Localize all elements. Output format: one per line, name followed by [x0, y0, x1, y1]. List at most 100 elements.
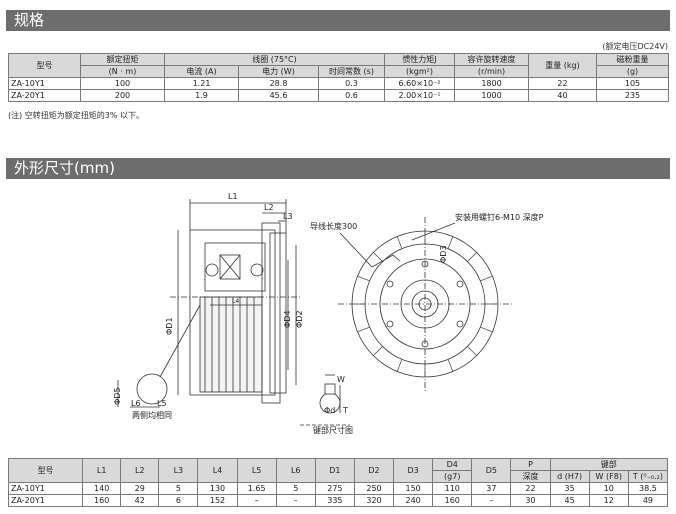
- dims-cell-model: ZA-20Y1: [7, 494, 84, 507]
- dims-cell-key-w: 12: [588, 494, 629, 507]
- dims-cell-d3: 150: [393, 482, 434, 495]
- dims-cell-key-t: 38.5: [627, 482, 669, 495]
- housing-outline: [189, 229, 276, 396]
- spec-header-torque-unit: (N · m): [80, 65, 165, 78]
- dims-cell-l6: 5: [275, 482, 316, 495]
- spec-header-inertia-unit: (kgm²): [384, 65, 455, 78]
- label-d1: ΦD1: [165, 317, 174, 335]
- spec-cell-torque: 100: [80, 77, 165, 90]
- dims-header-model: 型号: [7, 458, 84, 483]
- dims-header-key-w: W (F8): [588, 470, 629, 483]
- spec-cell-tc: 0.6: [318, 89, 385, 102]
- table-row: ZA-20Y1 200 1.9 45.6 0.6 2.00×10⁻¹ 1000 …: [8, 89, 669, 102]
- spec-cell-tc: 0.3: [318, 77, 385, 90]
- label-d: Φd: [324, 406, 335, 415]
- spec-cell-powder: 235: [596, 89, 669, 102]
- spec-header-current: 电流 (A): [164, 65, 239, 78]
- dims-header-l6: L6: [275, 458, 316, 483]
- dims-cell-d4: 160: [432, 494, 473, 507]
- table-row: ZA-10Y1 100 1.21 28.8 0.3 6.60×10⁻² 1800…: [8, 77, 669, 90]
- spec-cell-current: 1.9: [164, 89, 239, 102]
- label-d3: ΦD3: [439, 245, 448, 263]
- label-w: W: [337, 375, 345, 384]
- dims-cell-d4: 110: [432, 482, 473, 495]
- dims-cell-model: ZA-10Y1: [7, 482, 84, 495]
- dims-cell-l2: 42: [120, 494, 160, 507]
- dims-cell-d3: 240: [393, 494, 434, 507]
- spec-header-powder: 磁粉重量: [596, 53, 669, 66]
- spec-cell-power: 28.8: [238, 77, 319, 90]
- label-l6: L6: [131, 399, 141, 408]
- dims-cell-l2: 29: [120, 482, 160, 495]
- spec-header-torque: 额定扭矩: [80, 53, 165, 66]
- dims-header-d2: D2: [353, 458, 395, 483]
- spec-cell-weight: 40: [528, 89, 597, 102]
- label-both-sides: 两侧均相同: [132, 410, 172, 420]
- spec-header-weight: 重量 (kg): [528, 53, 597, 78]
- detail-circle: [136, 373, 168, 405]
- label-lead: 导线长度300: [310, 221, 357, 231]
- dims-header-l1: L1: [82, 458, 122, 483]
- label-l2: L2: [264, 203, 274, 212]
- dims-cell-p: 30: [510, 494, 551, 507]
- dims-header-l5: L5: [236, 458, 277, 483]
- dims-cell-key-d: 35: [549, 482, 590, 495]
- spec-cell-powder: 105: [596, 77, 669, 90]
- label-l4: L4: [232, 298, 239, 305]
- table-row: ZA-10Y1 140 29 5 130 1.65 5 275 250 150 …: [7, 482, 669, 495]
- spec-header-time-constant: 时间常数 (s): [318, 65, 385, 78]
- spec-header-powder-unit: (g): [596, 65, 669, 78]
- spec-cell-inertia: 6.60×10⁻²: [384, 77, 455, 90]
- label-l3: L3: [283, 212, 293, 221]
- dims-cell-l3: 5: [158, 482, 199, 495]
- dims-cell-l1: 160: [82, 494, 122, 507]
- dims-cell-d1: 275: [314, 482, 355, 495]
- dims-cell-l5: 1.65: [236, 482, 277, 495]
- dims-cell-d5: 37: [471, 482, 512, 495]
- spec-cell-weight: 22: [528, 77, 597, 90]
- spec-cell-torque: 200: [80, 89, 165, 102]
- spec-header-model: 型号: [8, 53, 81, 78]
- spec-cell-inertia: 2.00×10⁻¹: [384, 89, 455, 102]
- dims-table: 型号 L1 L2 L3 L4 L5 L6 D1 D2 D3 D4 D5 P 键部…: [7, 458, 669, 507]
- dims-header-p: P: [510, 458, 551, 471]
- dims-cell-d2: 320: [353, 494, 395, 507]
- dims-cell-l1: 140: [82, 482, 122, 495]
- dims-header-key-t: T (⁰₋₀.₂): [627, 470, 669, 483]
- dims-header-l4: L4: [197, 458, 238, 483]
- dims-cell-l6: –: [275, 494, 316, 507]
- spec-cell-model: ZA-20Y1: [8, 89, 81, 102]
- dims-cell-key-t: 49: [627, 494, 669, 507]
- dims-cell-d1: 335: [314, 494, 355, 507]
- dims-cell-l3: 6: [158, 494, 199, 507]
- dims-cell-p: 22: [510, 482, 551, 495]
- spec-cell-current: 1.21: [164, 77, 239, 90]
- dims-header-p-sub: 深度: [510, 470, 551, 483]
- spec-header-inertia: 惯性力矩J: [384, 53, 455, 66]
- dims-cell-d5: –: [471, 494, 512, 507]
- dims-section-title: 外形尺寸(mm): [6, 158, 670, 179]
- dims-header-d4: D4: [432, 458, 473, 471]
- dims-header-l2: L2: [120, 458, 160, 483]
- spec-cell-speed: 1800: [454, 77, 529, 90]
- label-screw: 安装用螺钉6-M10 深度P: [455, 212, 544, 222]
- label-l5: L5: [157, 399, 167, 408]
- dims-cell-l4: 130: [197, 482, 238, 495]
- dims-cell-key-d: 45: [549, 494, 590, 507]
- spec-section-title: 规格: [6, 10, 670, 31]
- dims-cell-l5: –: [236, 494, 277, 507]
- label-d4: ΦD4: [283, 310, 292, 328]
- dims-header-d5: D5: [471, 458, 512, 483]
- dims-header-d3: D3: [393, 458, 434, 483]
- spec-header-speed-unit: (r/min): [454, 65, 529, 78]
- dims-header-d1: D1: [314, 458, 355, 483]
- label-d2: ΦD2: [295, 310, 304, 328]
- spec-cell-speed: 1000: [454, 89, 529, 102]
- label-l1: L1: [228, 192, 238, 201]
- dims-header-d4-unit: (g7): [432, 470, 473, 483]
- dims-header-key-d: d (H7): [549, 470, 590, 483]
- label-d5: ΦD5: [113, 387, 122, 405]
- label-key-diagram: 键部尺寸图: [313, 425, 353, 435]
- spec-footnote: (注) 空转扭矩为额定扭矩的3% 以下。: [8, 111, 145, 120]
- label-t: T: [342, 406, 348, 415]
